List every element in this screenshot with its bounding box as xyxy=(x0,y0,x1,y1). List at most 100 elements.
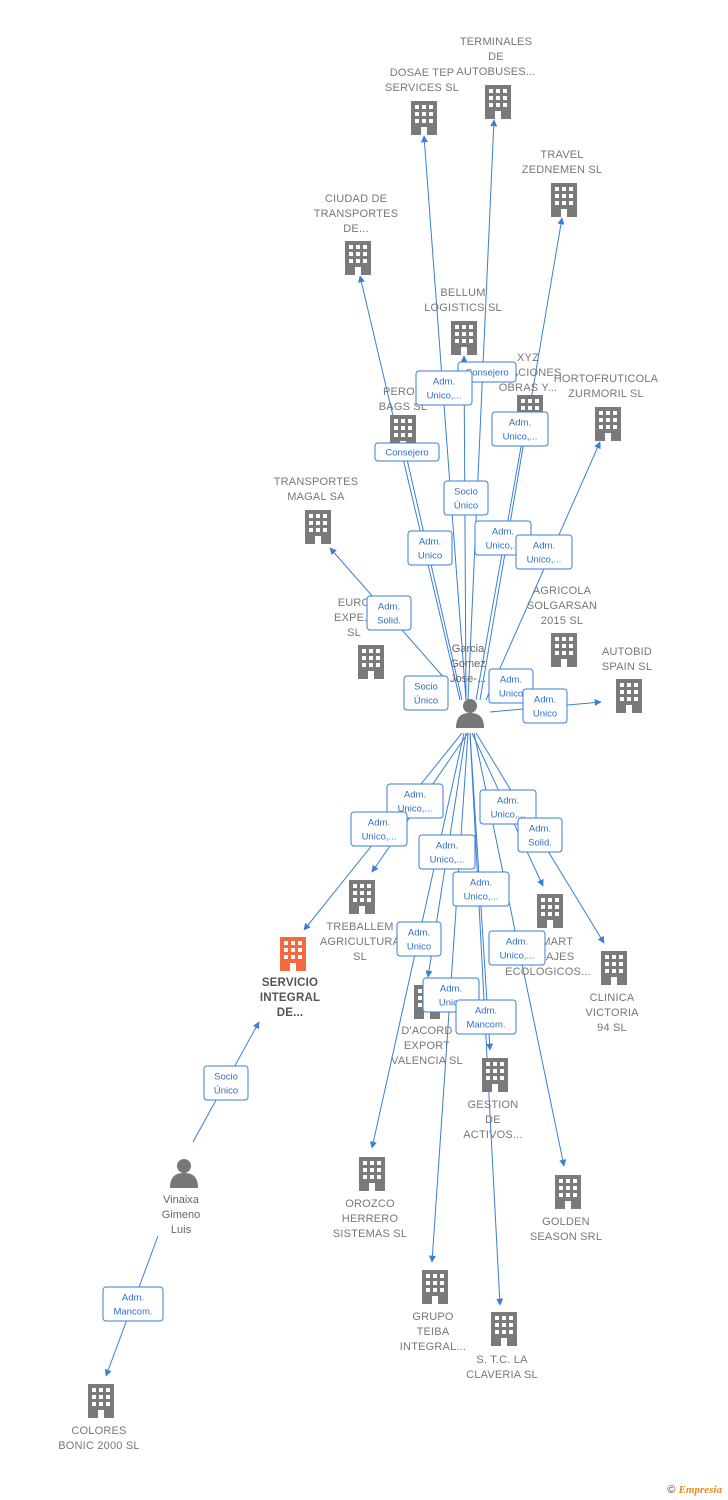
edge-labels-layer: ConsejeroAdm.Unico,...Adm.Unico,...Conse… xyxy=(102,361,573,1322)
edge-label-box xyxy=(479,789,537,825)
edge-label-l-adm-solid-1[interactable]: Adm.Solid. xyxy=(366,595,412,631)
person-label-line: Gomez xyxy=(450,658,485,670)
edge-label-text: Adm.Unico,... xyxy=(486,527,521,552)
edge-label-l-adm-unico-5[interactable]: Adm.Unico,... xyxy=(515,534,573,570)
edge-label-box xyxy=(407,530,453,566)
company-label-line: DE... xyxy=(343,223,368,235)
company-label-line: CLAVERIA SL xyxy=(466,1369,538,1381)
brand-logo: Empresia xyxy=(678,1484,722,1496)
edge-label-l-adm-unico-6[interactable]: Adm.Unico xyxy=(488,668,534,704)
edge-label-l-adm-unico-12[interactable]: Adm.Unico,... xyxy=(452,871,510,907)
edge-label-l-adm-mancom-1[interactable]: Adm.Mancom. xyxy=(455,999,517,1035)
edge-label-l-adm-mancom-2[interactable]: Adm.Mancom. xyxy=(102,1286,164,1322)
edge-label-line: Unico xyxy=(418,551,442,562)
edge-label-l-adm-unico-13[interactable]: Adm.Unico xyxy=(396,921,442,957)
edge-label-line: Unico,... xyxy=(491,810,526,821)
edge-label-text: Adm.Unico,... xyxy=(500,937,535,962)
person-label-line: Vinaixa xyxy=(163,1194,200,1206)
edge-label-line: Mancom. xyxy=(466,1020,505,1031)
edge-label-line: Único xyxy=(414,696,438,707)
edge-label-text: Adm.Unico,... xyxy=(464,878,499,903)
edge-label-line: Consejero xyxy=(385,448,428,459)
edge-label-l-adm-unico-3[interactable]: Adm.Unico xyxy=(407,530,453,566)
building-icon xyxy=(551,633,577,667)
company-label-line: XYZ xyxy=(517,352,539,364)
edge-label-l-adm-unico-1[interactable]: Adm.Unico,... xyxy=(415,370,473,406)
edge-label-line: Unico xyxy=(499,689,523,700)
edge-label-l-adm-unico-11[interactable]: Adm.Unico,... xyxy=(418,834,476,870)
company-label-line: AGRICOLA xyxy=(533,585,592,597)
building-icon xyxy=(305,510,331,544)
company-label-line: MAGAL SA xyxy=(287,491,345,503)
edge-label-box xyxy=(386,783,444,819)
building-icon xyxy=(485,85,511,119)
edge-label-l-adm-unico-14[interactable]: Adm.Unico,... xyxy=(488,930,546,966)
company-label-line: TRANSPORTES xyxy=(314,208,399,220)
company-label-line: SL xyxy=(347,627,361,639)
edge-label-line: Adm. xyxy=(509,418,531,429)
edge-label-box xyxy=(366,595,412,631)
edge-label-l-consejero-peron[interactable]: Consejero xyxy=(374,442,440,462)
edge-label-line: Adm. xyxy=(492,527,514,538)
person-icon xyxy=(456,699,484,728)
edge-label-l-adm-unico-10[interactable]: Adm.Unico,... xyxy=(479,789,537,825)
company-label-line: ZEDNEMEN SL xyxy=(522,164,602,176)
company-label-line: DE xyxy=(488,51,504,63)
company-label-line: ECOLOGICOS... xyxy=(505,966,591,978)
edge-label-box xyxy=(488,930,546,966)
edge-label-l-adm-unico-2[interactable]: Adm. Unico,... xyxy=(491,411,549,447)
edge-label-l-adm-unico-7[interactable]: Adm.Unico xyxy=(522,688,568,724)
edge-label-l-adm-solid-2[interactable]: Adm.Solid. xyxy=(517,817,563,853)
edge-label-line: Adm. xyxy=(404,790,426,801)
building-icon xyxy=(358,645,384,679)
focus-building-icon xyxy=(280,937,306,971)
edge-label-l-adm-unico-9[interactable]: Adm.Unico,... xyxy=(350,811,408,847)
company-label-line: SERVICIO xyxy=(262,977,318,989)
company-label-line: BELLUM xyxy=(440,287,485,299)
edge-label-box xyxy=(517,817,563,853)
edge-label-text: Adm.Unico,... xyxy=(491,796,526,821)
edge-label-l-adm-unico-8[interactable]: Adm.Unico,... xyxy=(386,783,444,819)
edge-label-text: Adm.Solid. xyxy=(528,824,552,849)
company-label-line: INTEGRAL xyxy=(260,992,320,1004)
edge-label-line: Unico,... xyxy=(503,432,538,443)
company-label-line: OBRAS Y... xyxy=(499,382,557,394)
building-icon xyxy=(482,1058,508,1092)
edge-label-text: Consejero xyxy=(385,448,428,459)
edge-label-box xyxy=(102,1286,164,1322)
edge-label-line: Unico,... xyxy=(362,832,397,843)
